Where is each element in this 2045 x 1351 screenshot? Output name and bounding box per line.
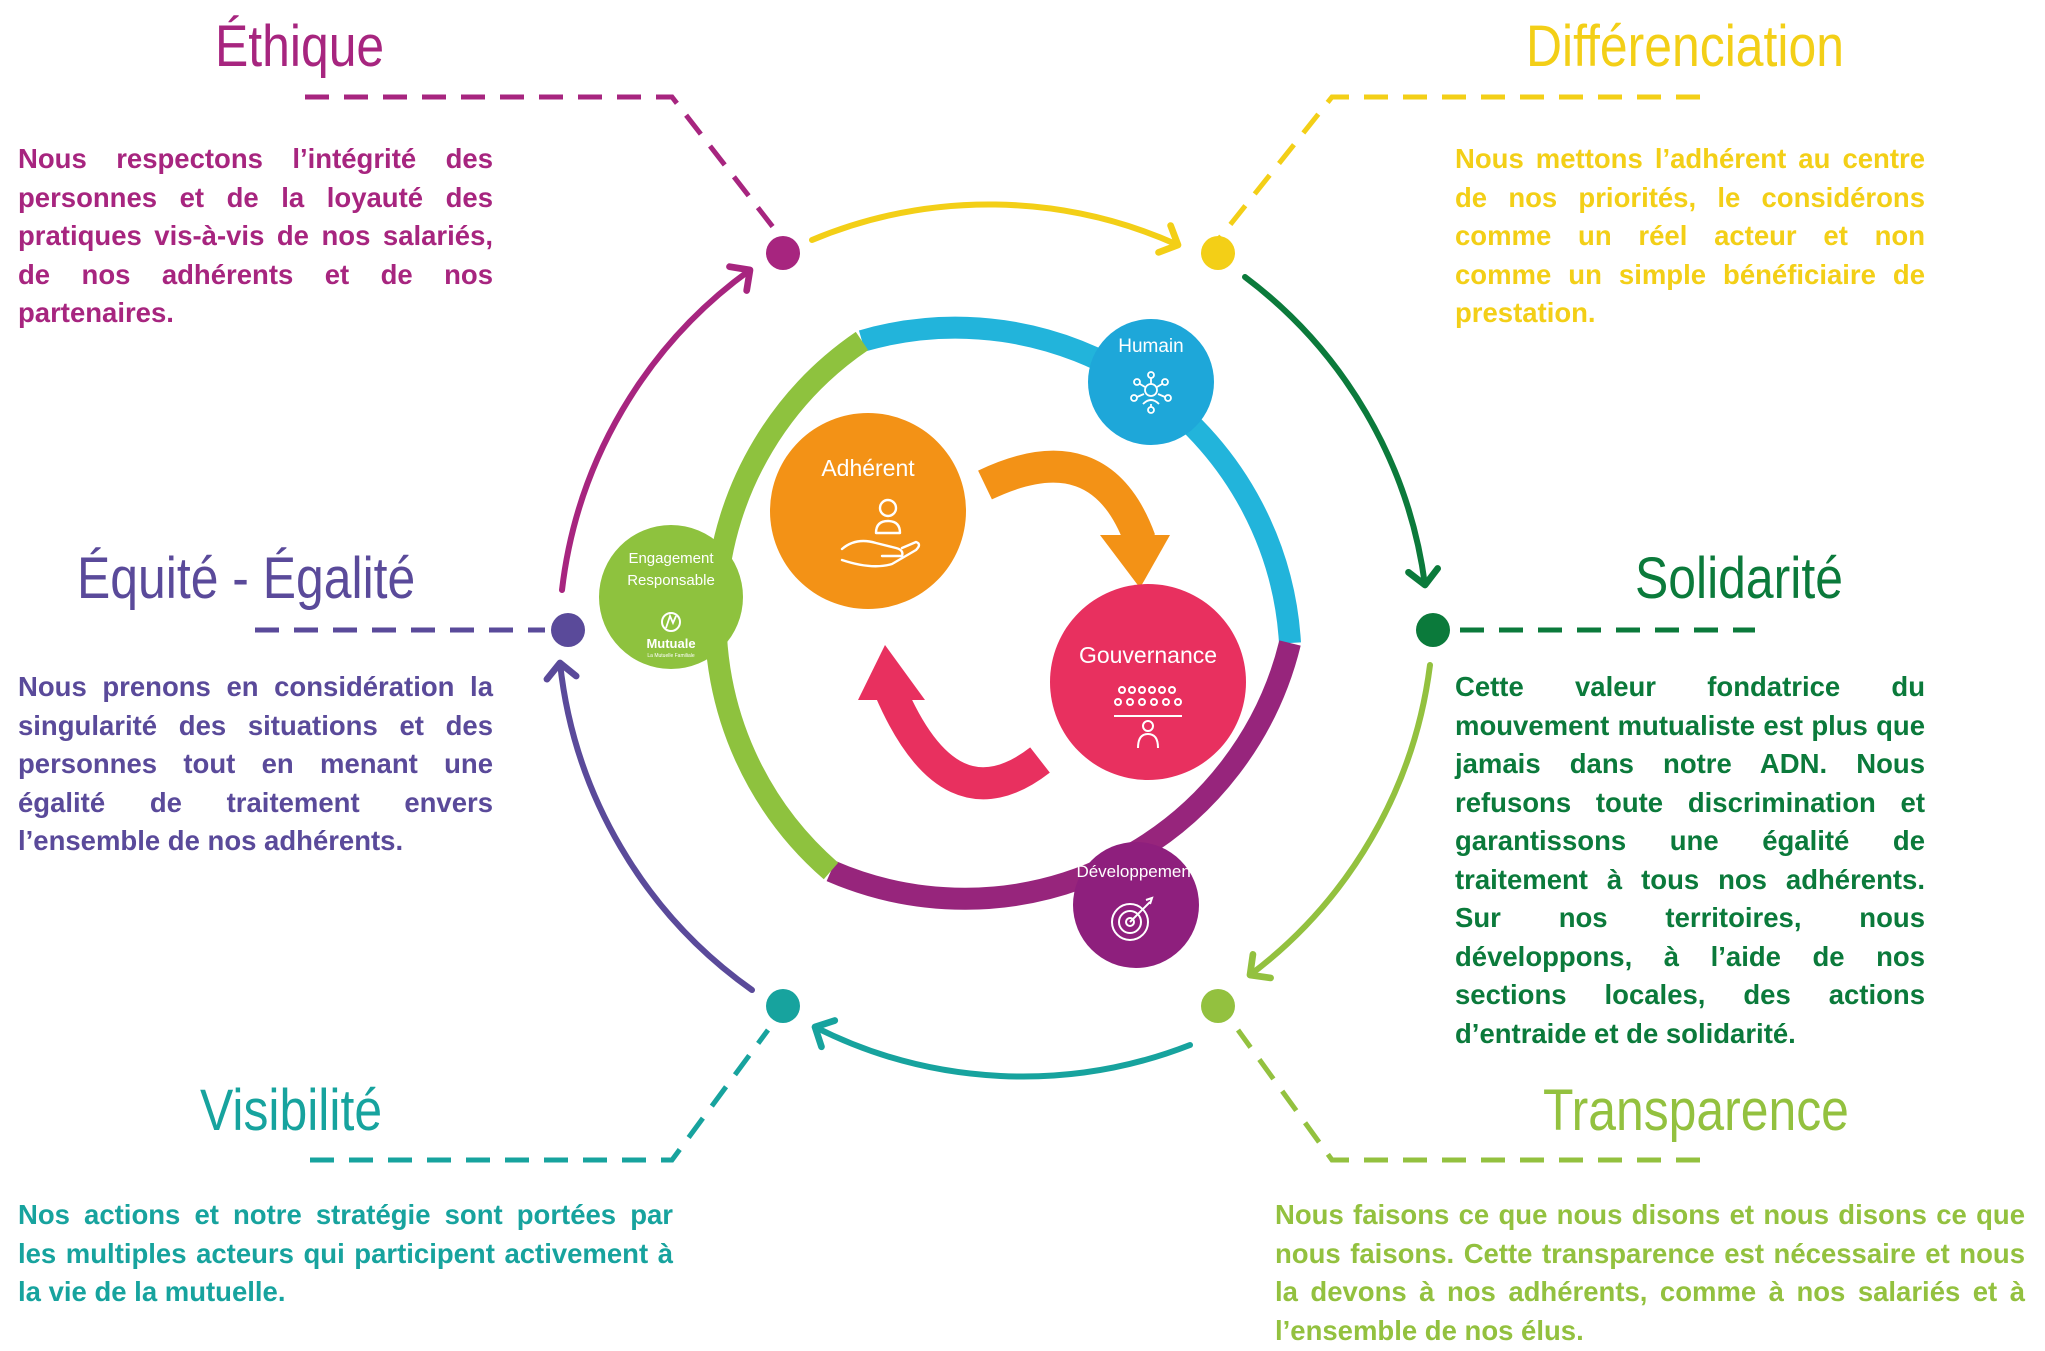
mutuale-logo-text: Mutuale	[646, 636, 695, 651]
differenciation-description: Nous mettons l’adhérent au centre de nos…	[1455, 143, 1925, 328]
visibilite-title: Visibilité	[200, 1078, 383, 1143]
orange-cycle-arrow	[978, 450, 1156, 546]
hand-person-icon	[840, 498, 921, 568]
adherent-bubble: Adhérent	[770, 413, 966, 609]
engagement-bubble: Engagement Responsable Mutuale La Mutuel…	[599, 525, 743, 669]
ethique-to-differenciation-arrow	[809, 201, 1182, 256]
gouvernance-label: Gouvernance	[1079, 642, 1217, 668]
ethique-title: Éthique	[215, 14, 385, 79]
mutuale-logo: Mutuale La Mutuelle Familiale	[646, 612, 696, 659]
engagement-label-line1: Engagement	[628, 550, 714, 567]
visibilite-description: Nos actions et notre stratégie sont port…	[18, 1199, 673, 1307]
solidarite-dot	[1416, 613, 1450, 647]
equite-to-ethique-arrow	[559, 263, 754, 593]
solidarite-title: Solidarité	[1635, 546, 1843, 611]
developpement-bubble: Développement	[1073, 842, 1199, 968]
orange-arrowhead	[1100, 535, 1170, 588]
humain-bubble: Humain	[1088, 319, 1214, 445]
humain-label: Humain	[1118, 336, 1183, 357]
differenciation-to-solidarite-arrow	[1242, 274, 1442, 589]
equite-description: Nous prenons en considération la singula…	[18, 671, 493, 856]
transparence-dot	[1201, 989, 1235, 1023]
developpement-label: Développement	[1076, 862, 1195, 881]
solidarite-to-transparence-arrow	[1246, 662, 1433, 982]
solidarite-description: Cette valeur fondatrice du mouvement mut…	[1455, 671, 1925, 1049]
network-icon	[1130, 371, 1172, 414]
equite-dot	[551, 613, 585, 647]
adherent-label: Adhérent	[821, 455, 915, 481]
ethique-leader-line	[305, 94, 785, 242]
target-icon	[1111, 896, 1154, 941]
differenciation-title: Différenciation	[1526, 14, 1844, 79]
ethique-dot	[766, 236, 800, 270]
engagement-label-line2: Responsable	[627, 572, 715, 589]
pink-arrowhead	[858, 645, 925, 700]
equite-title: Équité - Égalité	[77, 546, 416, 611]
pink-cycle-arrow	[875, 683, 1050, 800]
visibilite-to-equite-arrow	[543, 659, 755, 993]
visibilite-leader-line	[310, 1028, 771, 1163]
visibilite-dot	[766, 989, 800, 1023]
transparence-title: Transparence	[1543, 1078, 1849, 1143]
transparence-description: Nous faisons ce que nous disons et nous …	[1275, 1199, 2025, 1346]
differenciation-dot	[1201, 236, 1235, 270]
differenciation-leader-line	[1216, 94, 1700, 242]
mutuale-logo-subtext: La Mutuelle Familiale	[647, 653, 694, 659]
ethique-description: Nous respectons l’intégrité des personne…	[18, 143, 493, 328]
transparence-leader-line	[1235, 1028, 1700, 1163]
transparence-to-visibilite-arrow	[811, 1017, 1193, 1080]
assembly-icon	[1114, 686, 1182, 749]
gouvernance-bubble: Gouvernance	[1050, 584, 1246, 780]
